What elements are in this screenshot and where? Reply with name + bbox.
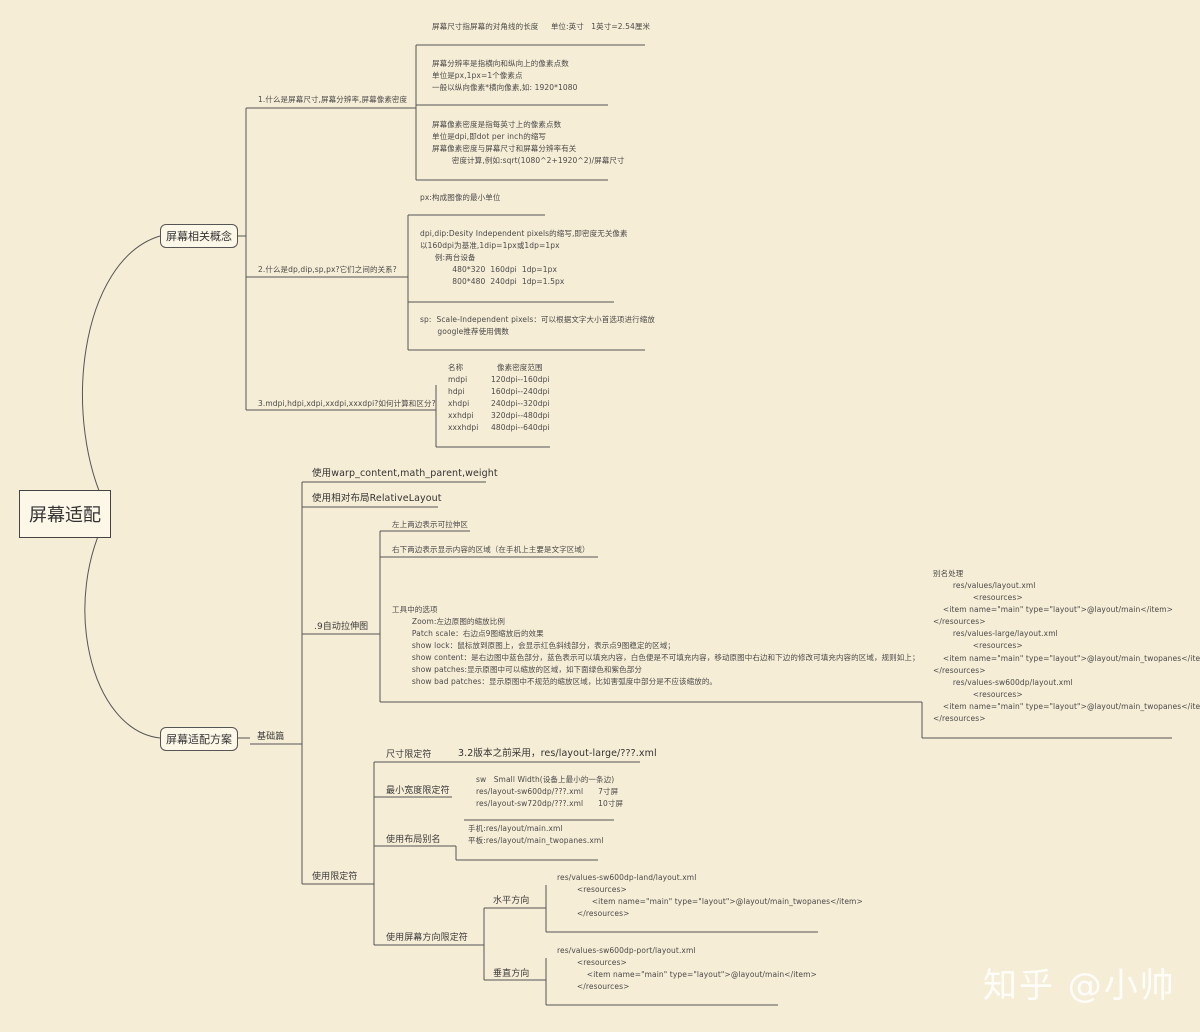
screen-size-text: 屏幕尺寸指屏幕的对角线的长度 单位:英寸 1英寸=2.54厘米 <box>432 22 651 31</box>
resolution-line: 单位是px,1px=1个像素点 <box>432 71 523 80</box>
dpi-range: 320dpi--480dpi <box>491 411 550 420</box>
nine-patch-node: .9自动拉伸图 <box>314 622 369 632</box>
vertical-node: 垂直方向 <box>493 969 530 979</box>
nine-patch-content: 右下两边表示显示内容的区域（在手机上主要是文字区域） <box>392 545 590 554</box>
dp-line: 例:两台设备 <box>420 253 476 262</box>
alias-line: 别名处理 <box>933 569 964 578</box>
dpi-name: xxhdpi <box>448 411 474 420</box>
vertical-text: <item name="main" type="layout">@layout/… <box>557 970 817 979</box>
alias-line: <resources> <box>933 641 1023 650</box>
vertical-text: res/values-sw600dp-port/layout.xml <box>557 946 696 955</box>
size-qualifier-text: 3.2版本之前采用，res/layout-large/???.xml <box>458 748 657 759</box>
sw-text: res/layout-sw600dp/???.xml 7寸屏 <box>476 787 619 796</box>
resolution-line: 一般以纵向像素*横向像素,如: 1920*1080 <box>432 83 578 92</box>
dpi-range: 480dpi--640dpi <box>491 423 550 432</box>
sp-line: sp: Scale-Independent pixels：可以根据文字大小首选项… <box>420 315 655 324</box>
alias-line: <item name="main" type="layout">@layout/… <box>933 605 1174 614</box>
dpi-name: xxxhdpi <box>448 423 479 432</box>
alias-line: </resources> <box>933 617 986 626</box>
nine-tools-line: Patch scale：右边点9图缩放后的效果 <box>392 629 544 638</box>
dpi-name: hdpi <box>448 387 465 396</box>
layout-alias-text: 手机:res/layout/main.xml <box>468 824 563 833</box>
alias-line: </resources> <box>933 714 986 723</box>
q1-label: 1.什么是屏幕尺寸,屏幕分辨率,屏幕像素密度 <box>258 95 408 104</box>
dpi-name: mdpi <box>448 375 468 384</box>
alias-line: res/values/layout.xml <box>933 581 1036 590</box>
dpi-name: xhdpi <box>448 399 470 408</box>
vertical-text: </resources> <box>557 982 630 991</box>
alias-line: res/values-sw600dp/layout.xml <box>933 678 1073 687</box>
nine-patch-stretch: 左上两边表示可拉伸区 <box>392 520 468 529</box>
horizontal-text: res/values-sw600dp-land/layout.xml <box>557 873 697 882</box>
dp-line: 800*480 240dpi 1dp=1.5px <box>420 277 565 286</box>
wrap-content-node: 使用warp_content,math_parent,weight <box>312 468 498 479</box>
alias-line: <item name="main" type="layout">@layout/… <box>933 702 1200 711</box>
alias-line: <resources> <box>933 690 1023 699</box>
alias-line: </resources> <box>933 666 986 675</box>
dpi-range: 240dpi--320dpi <box>491 399 550 408</box>
alias-line: res/values-large/layout.xml <box>933 629 1058 638</box>
dpi-table-header-range: 像素密度范围 <box>497 363 543 372</box>
nine-tools-line: Zoom:左边原图的缩放比例 <box>392 617 505 626</box>
density-line: 屏幕像素密度与屏幕尺寸和屏幕分辨率有关 <box>432 144 577 153</box>
q3-label: 3.mdpi,hdpi,xdpi,xxdpi,xxxdpi?如何计算和区分? <box>258 399 436 408</box>
node-adaptation-plans[interactable]: 屏幕适配方案 <box>160 727 238 751</box>
horizontal-text: <item name="main" type="layout">@layout/… <box>557 897 863 906</box>
nine-tools-line: show lock：鼠标放到原图上，会显示红色斜线部分，表示点9图稳定的区域； <box>392 641 675 650</box>
layout-alias-node: 使用布局别名 <box>386 835 441 845</box>
sw-qualifier-node: 最小宽度限定符 <box>386 786 450 796</box>
relative-layout-node: 使用相对布局RelativeLayout <box>312 493 442 504</box>
nine-tools-line: show bad patches：显示原图中不规范的缩放区域，比如害弧度中部分是… <box>392 677 718 686</box>
layout-alias-text: 平板:res/layout/main_twopanes.xml <box>468 836 604 845</box>
nine-tools-line: 工具中的选项 <box>392 605 438 614</box>
size-qualifier-node: 尺寸限定符 <box>386 750 432 760</box>
sw-text: res/layout-sw720dp/???.xml 10寸屏 <box>476 799 624 808</box>
alias-line: <item name="main" type="layout">@layout/… <box>933 654 1200 663</box>
alias-line: <resources> <box>933 593 1023 602</box>
watermark: 知乎 @小帅 <box>983 966 1176 1006</box>
density-line: 单位是dpi,即dot per inch的缩写 <box>432 132 547 141</box>
resolution-line: 屏幕分辨率是指横向和纵向上的像素点数 <box>432 59 569 68</box>
root-node[interactable]: 屏幕适配 <box>19 490 111 538</box>
dpi-table-header-name: 名称 <box>448 363 464 372</box>
px-text: px:构成图像的最小单位 <box>420 193 501 202</box>
dpi-range: 120dpi--160dpi <box>491 375 550 384</box>
nine-tools-line: show patches:显示原图中可以缩放的区域，如下面绿色和紫色部分 <box>392 665 642 674</box>
dp-line: 以160dpi为基准,1dip=1px或1dp=1px <box>420 241 560 250</box>
density-line: 屏幕像素密度是指每英寸上的像素点数 <box>432 120 562 129</box>
dp-line: 480*320 160dpi 1dp=1px <box>420 265 558 274</box>
qualifier-node: 使用限定符 <box>312 872 358 882</box>
dp-line: dpi,dip:Desity Independent pixels的缩写,即密度… <box>420 229 628 238</box>
sp-line: google推荐使用偶数 <box>420 327 509 336</box>
horizontal-node: 水平方向 <box>493 896 530 906</box>
q2-label: 2.什么是dp,dip,sp,px?它们之间的关系? <box>258 265 397 274</box>
nine-tools-line: show content：是右边图中蓝色部分，蓝色表示可以填充内容，白色便是不可… <box>392 653 920 662</box>
basic-label: 基础篇 <box>257 732 285 742</box>
vertical-text: <resources> <box>557 958 627 967</box>
horizontal-text: </resources> <box>557 909 630 918</box>
dpi-range: 160dpi--240dpi <box>491 387 550 396</box>
node-screen-concepts[interactable]: 屏幕相关概念 <box>160 224 238 248</box>
sw-text: sw Small Width(设备上最小的一条边) <box>476 775 615 784</box>
density-line: 密度计算,例如:sqrt(1080^2+1920^2)/屏幕尺寸 <box>432 156 625 165</box>
horizontal-text: <resources> <box>557 885 627 894</box>
orientation-node: 使用屏幕方向限定符 <box>386 933 468 943</box>
